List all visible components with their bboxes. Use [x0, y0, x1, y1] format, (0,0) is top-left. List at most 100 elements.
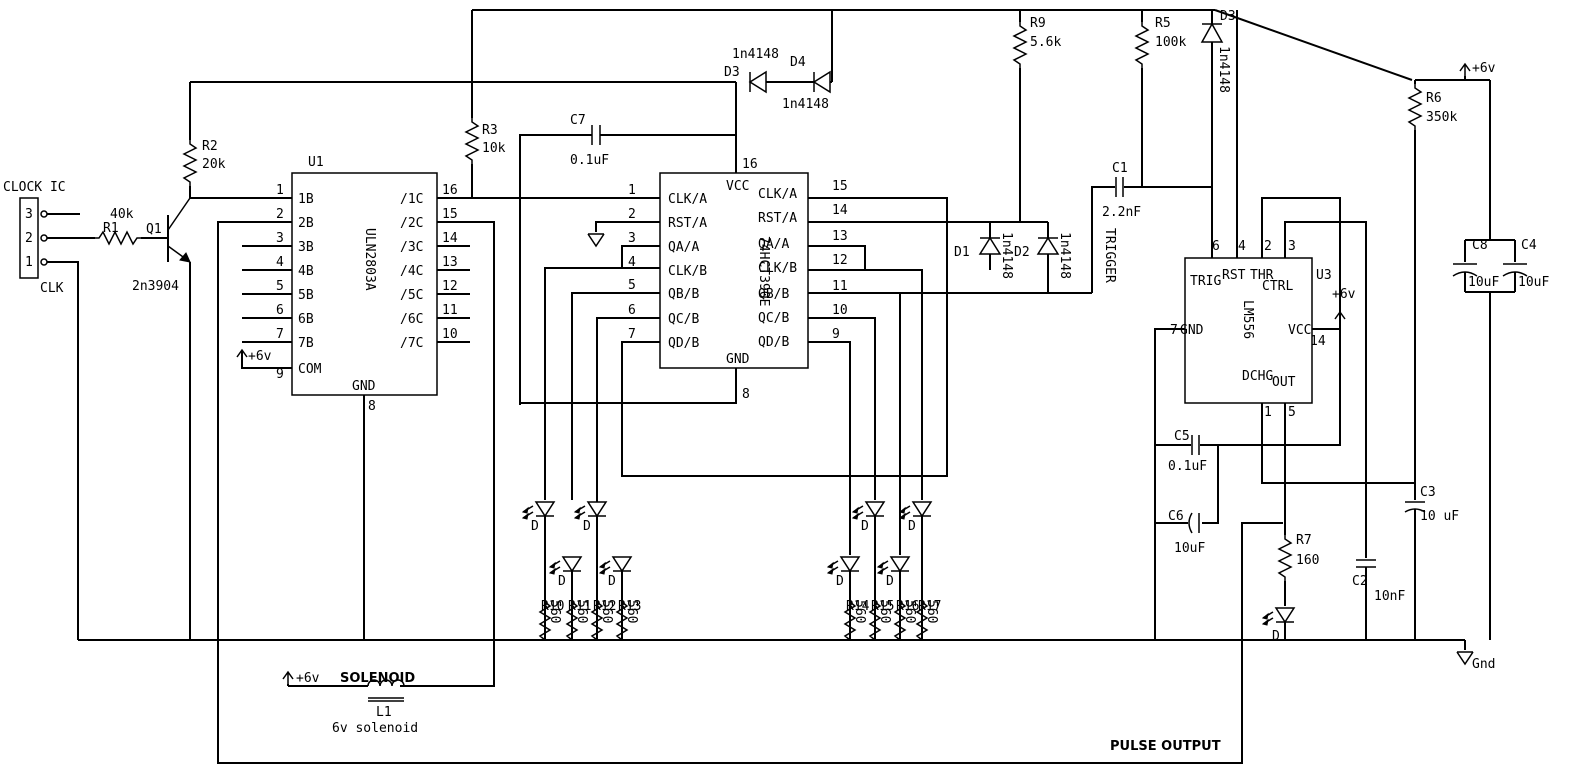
- q1-ref: Q1: [146, 222, 162, 237]
- diode-d3-right: D3 1n4148: [1200, 9, 1236, 258]
- r5-ref: R5: [1155, 16, 1171, 31]
- u1-pin-num: 11: [442, 303, 458, 318]
- u1-pin-label: /1C: [400, 192, 423, 207]
- c2-value: 10nF: [1374, 589, 1405, 604]
- u1-pin-label: COM: [298, 362, 322, 377]
- c4-value: 10uF: [1518, 275, 1549, 290]
- c5-value: 0.1uF: [1168, 459, 1207, 474]
- resistor-r5: R5 100k: [1135, 10, 1186, 187]
- u2-pin-num: 7: [628, 327, 636, 342]
- u2-pin-num: 15: [832, 179, 848, 194]
- u3-out: OUT: [1272, 375, 1296, 390]
- u2-pin-label: QC/B: [758, 311, 789, 326]
- u2-pin-num: 2: [628, 207, 636, 222]
- r5-value: 100k: [1155, 35, 1186, 50]
- u1-pin-num: 13: [442, 255, 458, 270]
- u3-supply: +6v: [1332, 287, 1356, 302]
- u3-dchg: DCHG: [1242, 369, 1273, 384]
- u3-pin6: 6: [1212, 239, 1220, 254]
- ic-u2: 74HCT390E VCC GND 16 8 1CLK/A2RST/A3QA/A…: [520, 157, 848, 404]
- led-resistor-ref: R10: [541, 599, 564, 614]
- u1-wires: +6v: [217, 197, 1283, 764]
- u2-pin-label: QD/B: [668, 336, 699, 351]
- u2-pin-label: CLK/B: [758, 261, 797, 276]
- led-resistor-ref: R11: [568, 599, 591, 614]
- u3-pin3: 3: [1288, 239, 1296, 254]
- clock-connector: CLOCK IC 3 2 1 CLK: [3, 180, 80, 640]
- led-resistor-ref: R16: [896, 599, 919, 614]
- top-supply-label: +6v: [1472, 61, 1496, 76]
- u2-pin-label: RST/A: [758, 211, 797, 226]
- u2-pin-num: 12: [832, 253, 848, 268]
- u2-wires: [544, 197, 1092, 555]
- led-resistor-value: 560: [624, 600, 639, 623]
- u2-pin-num: 14: [832, 203, 848, 218]
- u2-pin-num: 9: [832, 327, 840, 342]
- led-resistor-value: 560: [599, 600, 614, 623]
- u2-gnd: GND: [726, 352, 750, 367]
- u2-pin-label: QD/B: [758, 335, 789, 350]
- u2-part: 74HCT390E: [756, 236, 771, 306]
- c7-ref: C7: [570, 113, 586, 128]
- c8-ref: C8: [1472, 238, 1488, 253]
- c5-ref: C5: [1174, 429, 1190, 444]
- u3-pin2: 2: [1264, 239, 1272, 254]
- u2-pin-num: 10: [832, 303, 848, 318]
- resistor-r6: R6 350k: [1408, 79, 1490, 500]
- u2-pin-num: 5: [628, 278, 636, 293]
- solenoid-l1: +6v SOLENOID L1 6v solenoid: [282, 671, 418, 736]
- u1-pin-num: 7: [276, 327, 284, 342]
- c3-value: 10 uF: [1420, 509, 1459, 524]
- c3-ref: C3: [1420, 485, 1436, 500]
- u2-pin-num: 6: [628, 303, 636, 318]
- solenoid-supply: +6v: [296, 671, 320, 686]
- u1-pin-num: 4: [276, 255, 284, 270]
- resistor-r9: R9 5.6k: [1013, 10, 1061, 222]
- u2-pin-label: CLK/A: [758, 187, 797, 202]
- capacitor-c7: C7 0.1uF: [519, 82, 737, 405]
- led-resistor-ref: R12: [593, 599, 616, 614]
- ic-u1: U1 ULN2803A GND 8 11B22B33B44B55B66B77B9…: [242, 155, 470, 640]
- u2-vcc: VCC: [726, 179, 749, 194]
- u2-pin-num: 3: [628, 231, 636, 246]
- u1-gnd-pin: 8: [368, 399, 376, 414]
- capacitor-c8-c4: C8 C4 10uF 10uF +6v: [1452, 61, 1549, 640]
- u3-thr: THR: [1250, 268, 1274, 283]
- clock-pin-1: 1: [25, 255, 33, 270]
- led-array: D560R10D560R11D560R12D560R13D560R14D560R…: [522, 501, 941, 641]
- u3-trig: TRIG: [1190, 274, 1221, 289]
- led-label: D: [836, 574, 844, 589]
- d2-ref: D2: [1014, 245, 1030, 260]
- u1-pin-label: /2C: [400, 216, 423, 231]
- u2-gnd-pin: 8: [742, 387, 750, 402]
- u2-pin-label: CLK/A: [668, 192, 707, 207]
- u1-pin-num: 14: [442, 231, 458, 246]
- ground-rail: Gnd: [78, 639, 1495, 672]
- diode-d2: D2 1n4148: [1014, 222, 1072, 293]
- u2-pin-num: 13: [832, 229, 848, 244]
- led-resistor-value: 560: [852, 600, 867, 623]
- led-label: D: [558, 574, 566, 589]
- r2-value: 20k: [202, 157, 226, 172]
- d2-part: 1n4148: [1057, 232, 1072, 279]
- u1-pin-label: 6B: [298, 312, 314, 327]
- transistor-q1: Q1 2n3904: [132, 197, 191, 294]
- led-label: D: [886, 574, 894, 589]
- u1-gnd: GND: [352, 379, 376, 394]
- u3-pin14: 14: [1310, 334, 1326, 349]
- u3-pin5: 5: [1288, 405, 1296, 420]
- clock-clk-label: CLK: [40, 281, 64, 296]
- c2-ref: C2: [1352, 574, 1368, 589]
- led-label: D: [583, 519, 591, 534]
- u3-ref: U3: [1316, 268, 1332, 283]
- d3a-ref: D3: [724, 65, 740, 80]
- u1-pin-num: 6: [276, 303, 284, 318]
- diode-d1: D1 1n4148: [954, 221, 1048, 279]
- u1-part: ULN2803A: [362, 228, 377, 291]
- capacitor-c3: C3 10 uF: [1404, 485, 1459, 640]
- r1-value: 40k: [110, 207, 134, 222]
- u2-pin-label: QA/A: [668, 240, 699, 255]
- q1-part: 2n3904: [132, 279, 179, 294]
